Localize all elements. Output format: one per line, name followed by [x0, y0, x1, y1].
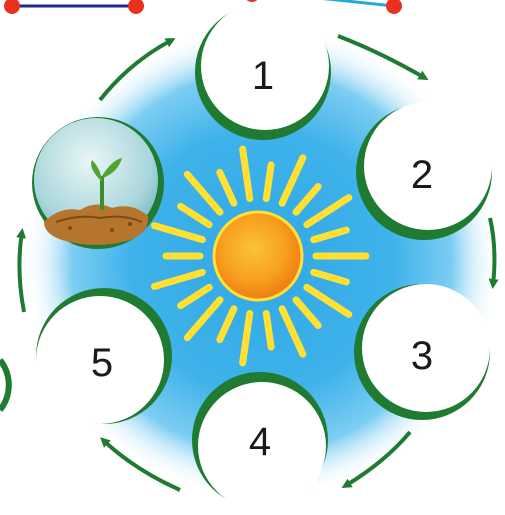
sun-ray: [266, 165, 271, 199]
stage-circle-5: 5: [36, 288, 172, 424]
stage-label-2: 2: [411, 153, 433, 197]
stage-circle-1: 1: [195, 2, 331, 140]
edge-ring-fragment: [0, 360, 9, 410]
sun-core: [214, 212, 302, 300]
arrow-5-to-seedling: [19, 232, 24, 312]
stage-label-1: 1: [252, 54, 274, 98]
stage-label-3: 3: [411, 334, 433, 378]
connector-dot: [128, 0, 144, 14]
connector-dot: [244, 0, 260, 2]
stage-circle-seedling: [32, 117, 164, 249]
stage-label-4: 4: [249, 420, 271, 464]
stage-circle-3: 3: [354, 284, 490, 420]
connector-dot: [386, 0, 402, 14]
connector-dot: [4, 0, 20, 14]
sun-ray: [266, 313, 271, 347]
stage-label-5: 5: [91, 341, 113, 385]
top-left-connector: [4, 0, 144, 14]
